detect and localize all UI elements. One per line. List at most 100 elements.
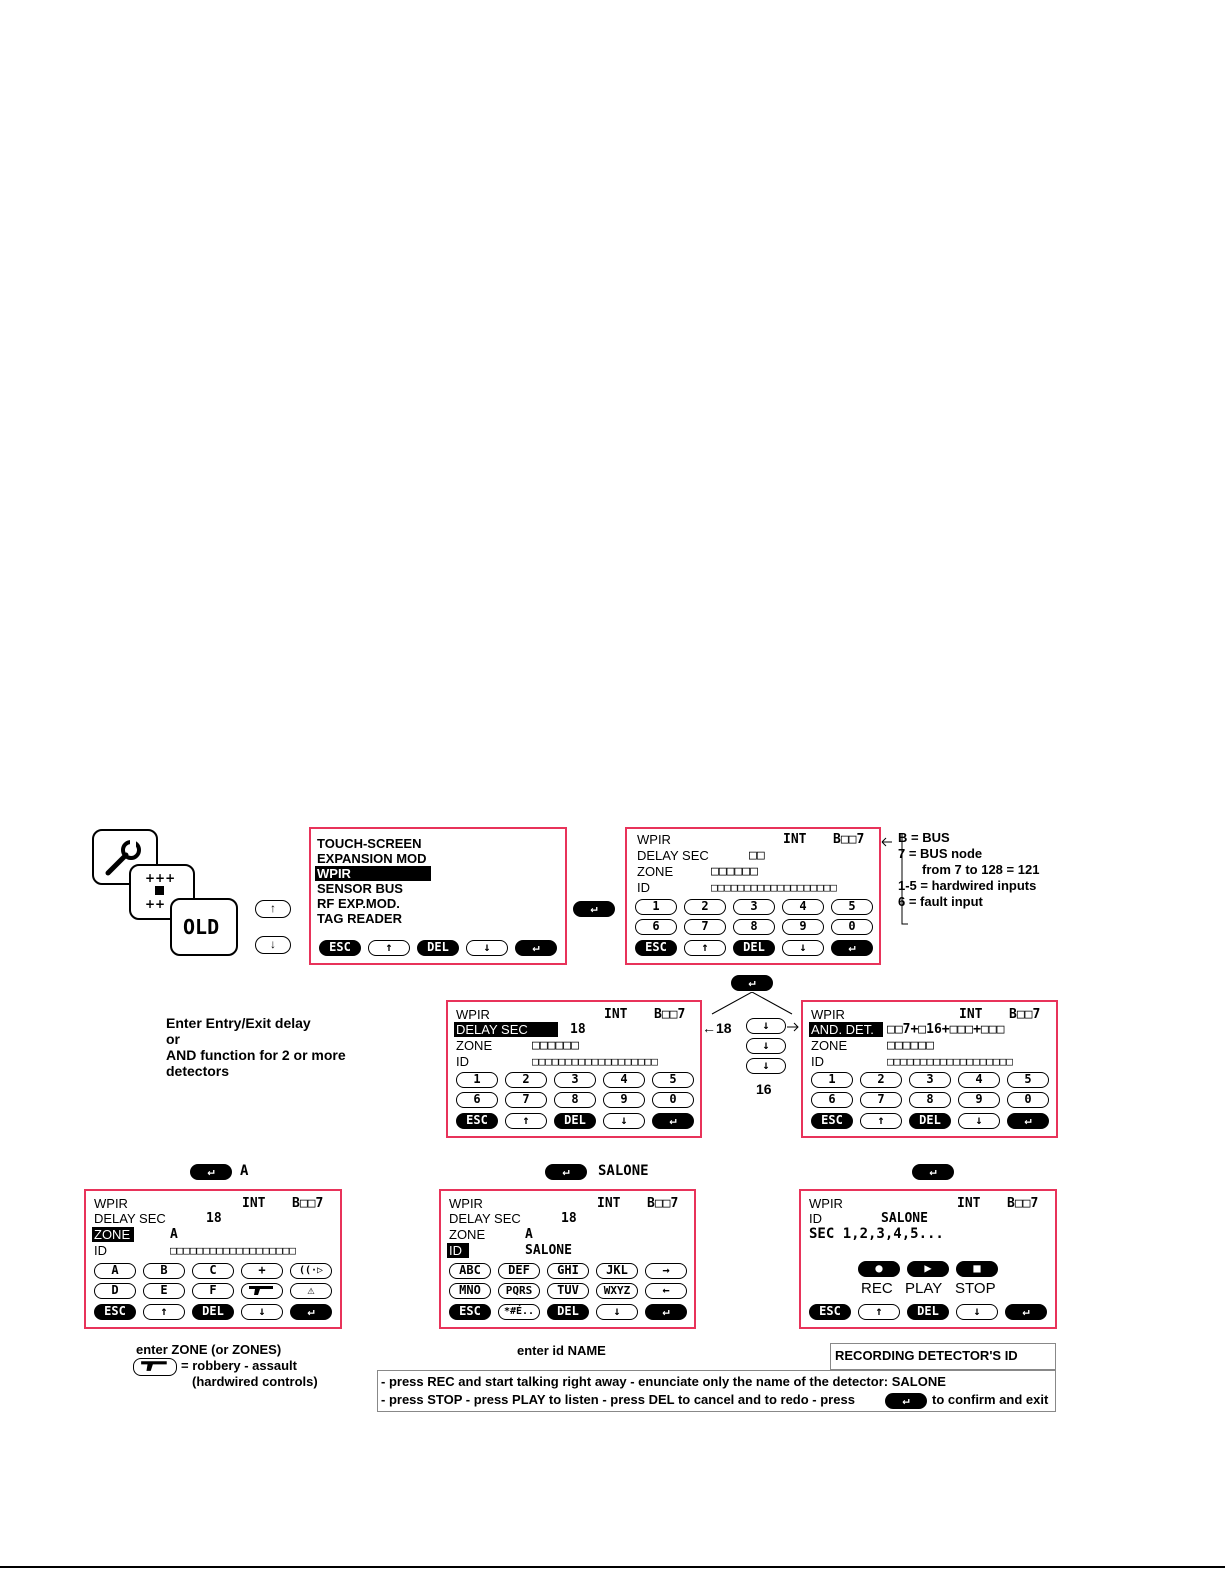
- menu-item-expansion-mod[interactable]: EXPANSION MOD: [317, 851, 427, 866]
- wrench-icon-card[interactable]: [92, 829, 158, 885]
- down-key[interactable]: ↓: [782, 940, 824, 956]
- arrow-right-icon[interactable]: →: [645, 1263, 687, 1279]
- key-5[interactable]: 5: [831, 899, 873, 915]
- key-8[interactable]: 8: [554, 1092, 596, 1108]
- arrow-left-icon[interactable]: ←: [645, 1283, 687, 1299]
- key-4[interactable]: 4: [603, 1072, 645, 1088]
- esc-key[interactable]: ESC: [635, 940, 677, 956]
- key-7[interactable]: 7: [505, 1092, 547, 1108]
- old-button[interactable]: OLD: [170, 898, 238, 956]
- key-tuv[interactable]: TUV: [547, 1283, 589, 1299]
- menu-item-wpir[interactable]: WPIR: [315, 866, 431, 881]
- legend-hardwired: 1-5 = hardwired inputs: [898, 878, 1037, 893]
- up-key[interactable]: ↑: [143, 1304, 185, 1320]
- key-7[interactable]: 7: [860, 1092, 902, 1108]
- side-down-button[interactable]: ↓: [255, 936, 291, 954]
- del-key[interactable]: DEL: [417, 940, 459, 956]
- key-1[interactable]: 1: [456, 1072, 498, 1088]
- enter-key[interactable]: ↵: [652, 1113, 694, 1129]
- down-key[interactable]: ↓: [241, 1304, 283, 1320]
- warning-icon[interactable]: ⚠: [290, 1283, 332, 1299]
- up-key[interactable]: ↑: [858, 1304, 900, 1320]
- esc-key[interactable]: ESC: [94, 1304, 136, 1320]
- key-3[interactable]: 3: [909, 1072, 951, 1088]
- key-2[interactable]: 2: [684, 899, 726, 915]
- key-b[interactable]: B: [143, 1263, 185, 1279]
- up-key[interactable]: ↑: [505, 1113, 547, 1129]
- key-wxyz[interactable]: WXYZ: [596, 1283, 638, 1299]
- up-key[interactable]: ↑: [860, 1113, 902, 1129]
- menu-item-tag-reader[interactable]: TAG READER: [317, 911, 402, 926]
- esc-key[interactable]: ESC: [449, 1304, 491, 1320]
- stop-button[interactable]: ■: [956, 1261, 998, 1277]
- key-4[interactable]: 4: [958, 1072, 1000, 1088]
- key-9[interactable]: 9: [603, 1092, 645, 1108]
- down-key[interactable]: ↓: [956, 1304, 998, 1320]
- esc-key[interactable]: ESC: [811, 1113, 853, 1129]
- down-key[interactable]: ↓: [466, 940, 508, 956]
- enter-key[interactable]: ↵: [1007, 1113, 1049, 1129]
- key-pqrs[interactable]: PQRS: [498, 1283, 540, 1299]
- key-abc[interactable]: ABC: [449, 1263, 491, 1279]
- key-8[interactable]: 8: [909, 1092, 951, 1108]
- del-key[interactable]: DEL: [733, 940, 775, 956]
- lcd-title: WPIR: [809, 1196, 843, 1211]
- key-2[interactable]: 2: [505, 1072, 547, 1088]
- enter-key[interactable]: ↵: [290, 1304, 332, 1320]
- key-1[interactable]: 1: [811, 1072, 853, 1088]
- up-key[interactable]: ↑: [684, 940, 726, 956]
- play-button[interactable]: ▶: [907, 1261, 949, 1277]
- key-1[interactable]: 1: [635, 899, 677, 915]
- esc-key[interactable]: ESC: [809, 1304, 851, 1320]
- key-ghi[interactable]: GHI: [547, 1263, 589, 1279]
- key-7[interactable]: 7: [684, 919, 726, 935]
- del-key[interactable]: DEL: [547, 1304, 589, 1320]
- menu-item-sensor-bus[interactable]: SENSOR BUS: [317, 881, 403, 896]
- key-8[interactable]: 8: [733, 919, 775, 935]
- enter-key[interactable]: ↵: [515, 940, 557, 956]
- key-f[interactable]: F: [192, 1283, 234, 1299]
- down-key[interactable]: ↓: [596, 1304, 638, 1320]
- speaker-icon[interactable]: ((·▷: [290, 1263, 332, 1279]
- key-6[interactable]: 6: [456, 1092, 498, 1108]
- key-6[interactable]: 6: [635, 919, 677, 935]
- key-9[interactable]: 9: [958, 1092, 1000, 1108]
- key-0[interactable]: 0: [1007, 1092, 1049, 1108]
- key-5[interactable]: 5: [1007, 1072, 1049, 1088]
- side-up-button[interactable]: ↑: [255, 900, 291, 918]
- key-6[interactable]: 6: [811, 1092, 853, 1108]
- enter-key[interactable]: ↵: [831, 940, 873, 956]
- esc-key[interactable]: ESC: [319, 940, 361, 956]
- enter-key[interactable]: ↵: [645, 1304, 687, 1320]
- up-key[interactable]: ↑: [368, 940, 410, 956]
- rec-button[interactable]: ●: [858, 1261, 900, 1277]
- del-key[interactable]: DEL: [909, 1113, 951, 1129]
- enter-key[interactable]: ↵: [1005, 1304, 1047, 1320]
- del-key[interactable]: DEL: [192, 1304, 234, 1320]
- del-key[interactable]: DEL: [554, 1113, 596, 1129]
- key-e[interactable]: E: [143, 1283, 185, 1299]
- down-key[interactable]: ↓: [958, 1113, 1000, 1129]
- key-3[interactable]: 3: [554, 1072, 596, 1088]
- del-key[interactable]: DEL: [907, 1304, 949, 1320]
- key-9[interactable]: 9: [782, 919, 824, 935]
- menu-item-touch-screen[interactable]: TOUCH-SCREEN: [317, 836, 422, 851]
- key-d[interactable]: D: [94, 1283, 136, 1299]
- key-0[interactable]: 0: [652, 1092, 694, 1108]
- key-jkl[interactable]: JKL: [596, 1263, 638, 1279]
- key-def[interactable]: DEF: [498, 1263, 540, 1279]
- esc-key[interactable]: ESC: [456, 1113, 498, 1129]
- gun-icon[interactable]: [241, 1283, 283, 1299]
- key-plus[interactable]: +: [241, 1263, 283, 1279]
- key-c[interactable]: C: [192, 1263, 234, 1279]
- key-2[interactable]: 2: [860, 1072, 902, 1088]
- key-3[interactable]: 3: [733, 899, 775, 915]
- special-chars-key[interactable]: *#É..: [498, 1304, 540, 1320]
- key-4[interactable]: 4: [782, 899, 824, 915]
- down-key[interactable]: ↓: [603, 1113, 645, 1129]
- key-0[interactable]: 0: [831, 919, 873, 935]
- key-5[interactable]: 5: [652, 1072, 694, 1088]
- key-mno[interactable]: MNO: [449, 1283, 491, 1299]
- menu-item-rf-exp-mod[interactable]: RF EXP.MOD.: [317, 896, 400, 911]
- key-a[interactable]: A: [94, 1263, 136, 1279]
